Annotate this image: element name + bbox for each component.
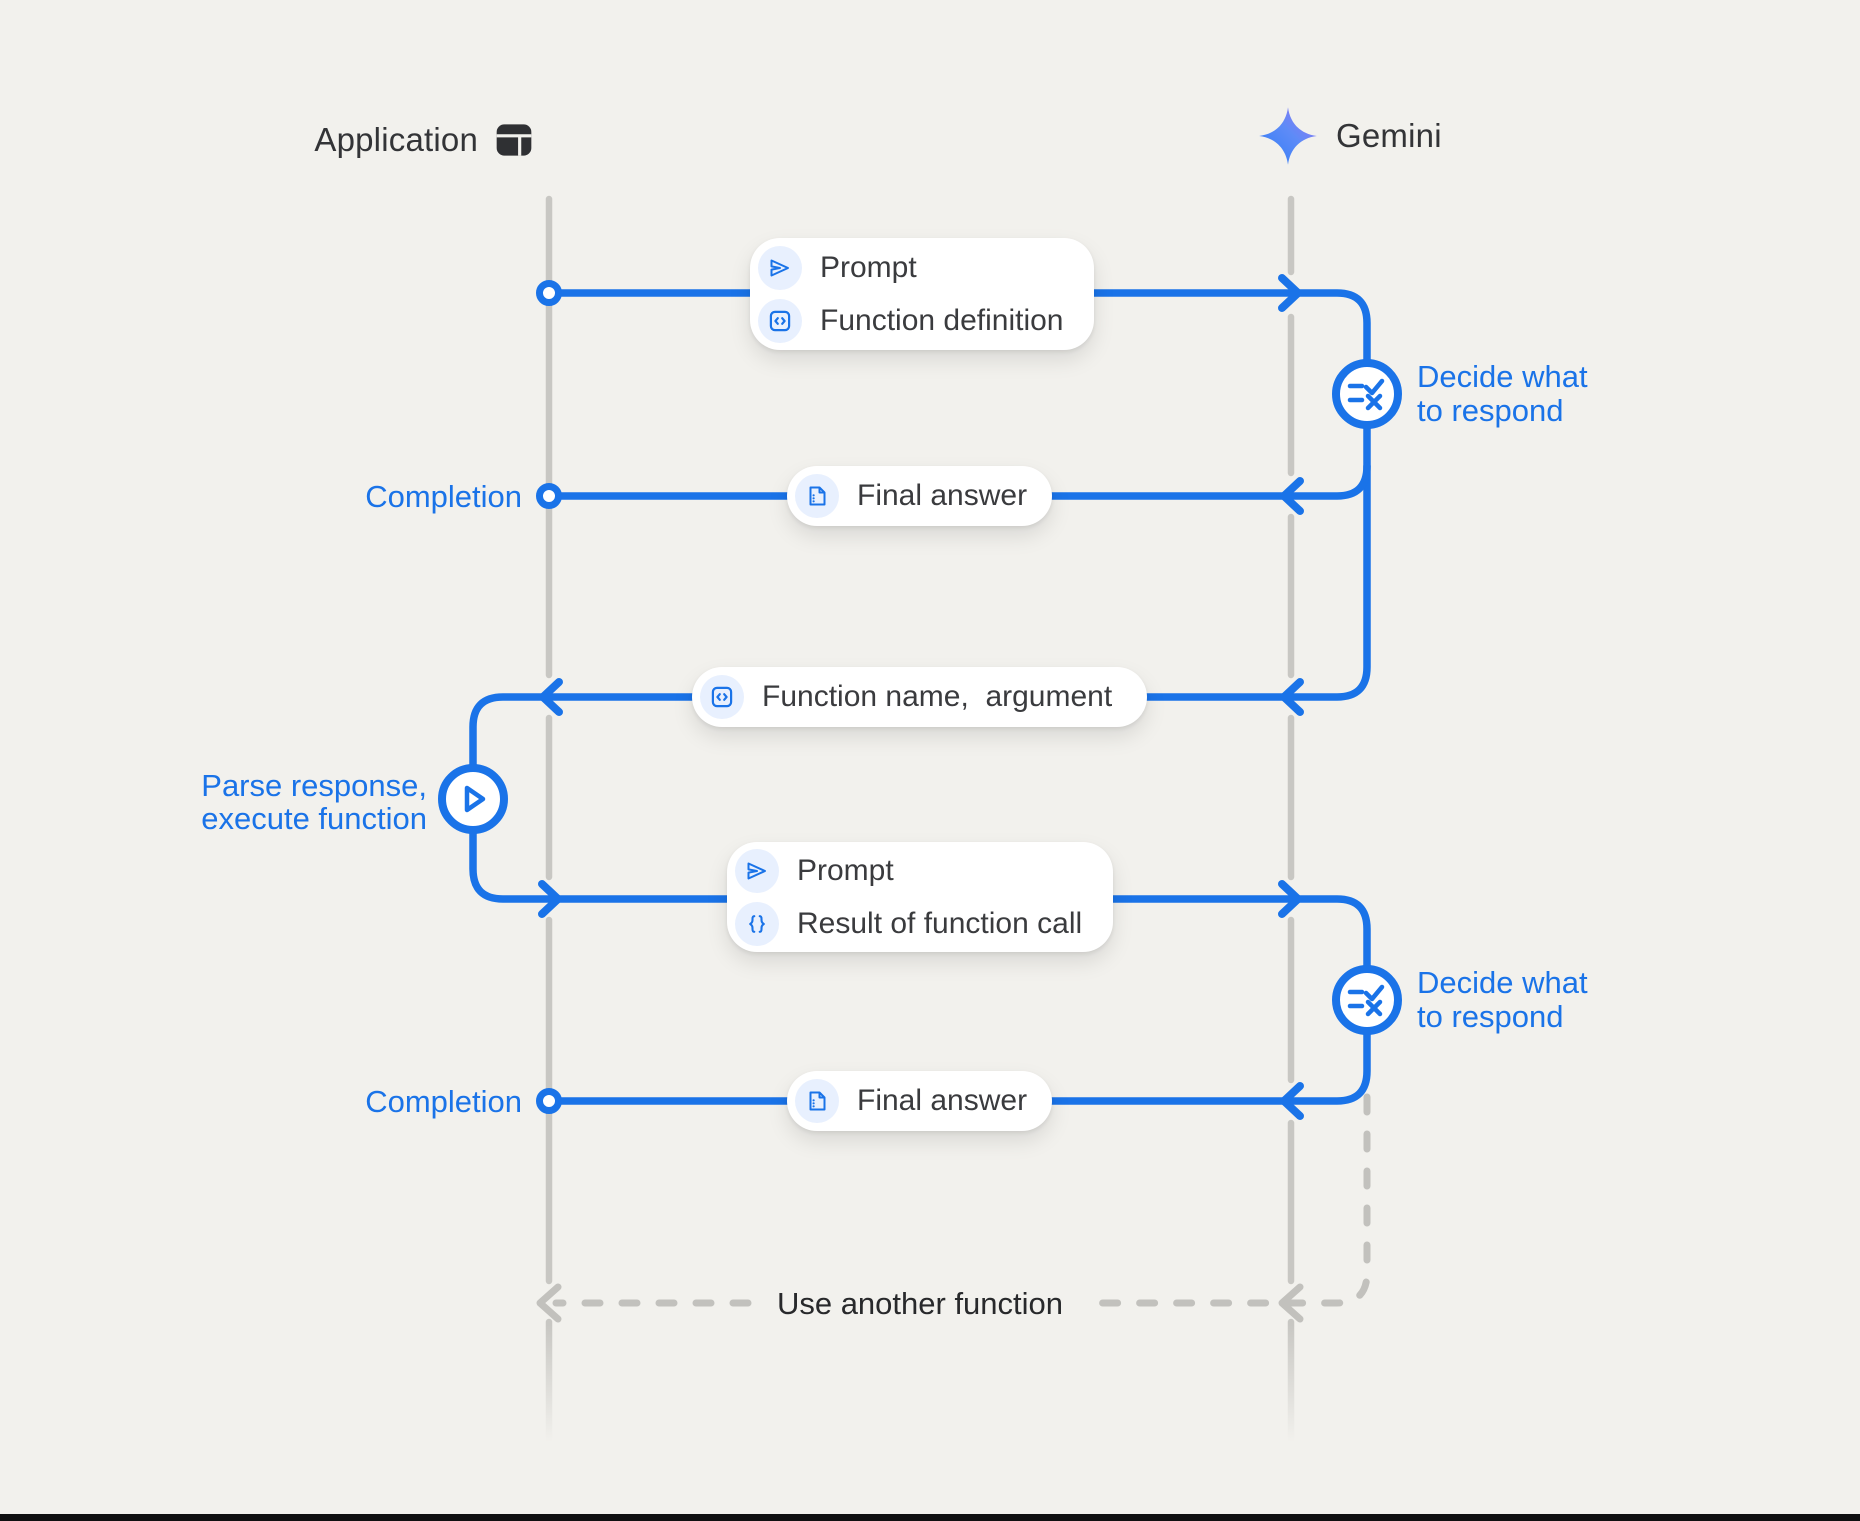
actor-application: Application (262, 114, 534, 166)
donut-row2 (536, 483, 562, 509)
endpoint-donuts (536, 280, 562, 1114)
use-another-function-dashed-line (536, 1093, 1371, 1323)
completion-label-2: Completion (365, 1084, 522, 1119)
decide-node-1 (1332, 359, 1402, 429)
flow-arrowheads (538, 274, 1304, 1120)
gemini-sparkle-icon (1258, 106, 1318, 166)
arrowhead-left-row3-application (539, 678, 563, 716)
pill-row: Prompt (735, 848, 1113, 893)
send-icon (758, 245, 802, 290)
label-line: Decide what (1417, 965, 1588, 1000)
bottom-edge-bar (0, 1514, 1860, 1521)
donut-row1 (536, 280, 562, 306)
label-line: Decide what (1417, 359, 1588, 394)
actor-gemini: Gemini (1258, 107, 1442, 165)
pill-row: Function name, argument (700, 675, 1147, 719)
label-line: to respond (1417, 393, 1564, 428)
braces-icon (735, 901, 779, 946)
decide-what-to-respond-label-2: Decide what to respond (1417, 966, 1588, 1034)
arrowhead-right-row4-gemini (1278, 880, 1302, 918)
arrowhead-right-row4-application (538, 880, 562, 918)
code-icon (758, 298, 802, 343)
gemini-label: Gemini (1336, 117, 1442, 154)
lifeline-fade (0, 1325, 1860, 1475)
code-icon (700, 675, 744, 719)
play-icon (464, 785, 486, 813)
arrowhead-left-row5 (1280, 1082, 1304, 1120)
message-pill-final-answer-2: Final answer (787, 1071, 1052, 1131)
pill-label: Final answer (857, 1084, 1028, 1117)
pill-label: Function name, argument (762, 680, 1113, 713)
send-icon (735, 848, 779, 893)
dashed-arrowhead-gemini (1278, 1283, 1304, 1323)
pill-label: Final answer (857, 479, 1028, 512)
pill-label: Function definition (820, 303, 1064, 337)
parse-node (438, 764, 508, 834)
pill-row: Result of function call (735, 901, 1113, 946)
decide-node-2 (1332, 965, 1402, 1035)
decide-what-to-respond-label-1: Decide what to respond (1417, 360, 1588, 428)
document-icon (795, 1079, 839, 1123)
document-icon (795, 474, 839, 518)
arrowhead-right-row1 (1278, 274, 1302, 312)
message-pill-function-name-argument: Function name, argument (692, 667, 1147, 727)
pill-row: Function definition (758, 298, 1094, 343)
message-pill-prompt-function-result: Prompt Result of function call (727, 842, 1113, 952)
pill-row: Final answer (795, 1079, 1052, 1123)
completion-label-1: Completion (365, 479, 522, 514)
message-pill-final-answer-1: Final answer (787, 466, 1052, 526)
arrowhead-left-row2 (1280, 477, 1304, 515)
arrowhead-left-row3-gemini (1280, 678, 1304, 716)
label-line: to respond (1417, 999, 1564, 1034)
parse-response-label: Parse response, execute function (140, 769, 427, 835)
dashed-arrowhead-application (536, 1283, 562, 1323)
decision-icon (1347, 984, 1385, 1017)
pill-row: Prompt (758, 245, 1094, 290)
label-line: execute function (201, 801, 427, 836)
app-window-icon (494, 120, 534, 160)
pill-label: Result of function call (797, 906, 1083, 940)
pill-row: Final answer (795, 474, 1052, 518)
use-another-function-label: Use another function (776, 1286, 1064, 1321)
pill-label: Prompt (797, 853, 894, 887)
decision-icon (1347, 378, 1385, 411)
message-pill-prompt-function-definition: Prompt Function definition (750, 238, 1094, 350)
donut-row5 (536, 1088, 562, 1114)
pill-label: Prompt (820, 250, 917, 284)
application-label: Application (314, 121, 478, 158)
label-line: Parse response, (201, 768, 427, 803)
